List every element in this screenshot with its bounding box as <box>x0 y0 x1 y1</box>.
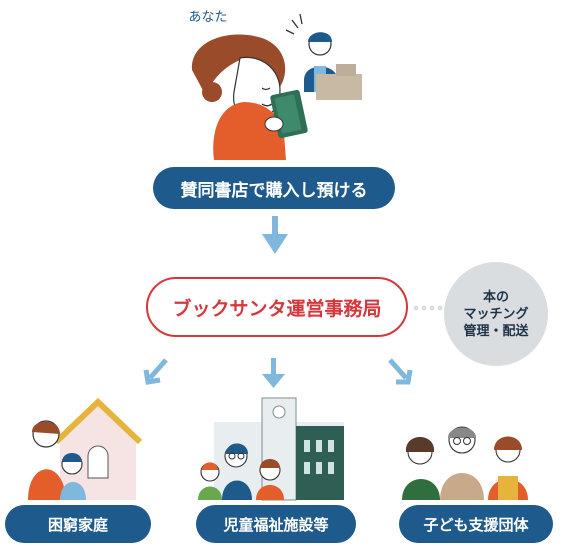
family-house-illustration <box>28 397 143 500</box>
dotted-connector <box>413 305 443 311</box>
customer-illustration <box>191 34 308 160</box>
purchase-step-pill: 賛同書店で購入し預ける <box>153 167 395 209</box>
recipient-pill-facilities: 児童福祉施設等 <box>196 505 356 543</box>
office-pill: ブックサンタ運営事務局 <box>146 277 408 337</box>
matching-note: 本の マッチング 管理・配送 <box>444 262 548 366</box>
arrow-right-icon <box>388 358 413 385</box>
recipient-label: 児童福祉施設等 <box>223 515 329 534</box>
support-group-illustration <box>402 426 528 500</box>
note-line: 本の <box>482 289 509 305</box>
arrow-left-icon <box>143 358 168 385</box>
shop-clerk-illustration <box>285 13 362 100</box>
office-label: ブックサンタ運営事務局 <box>172 297 382 320</box>
you-label: あなた <box>188 10 228 25</box>
note-line: マッチング <box>463 306 529 322</box>
arrow-center-icon <box>262 358 285 388</box>
recipient-label: 子ども支援団体 <box>423 515 529 534</box>
facility-illustration <box>198 397 344 501</box>
purchase-step-label: 賛同書店で購入し預ける <box>180 180 368 201</box>
recipient-pill-organizations: 子ども支援団体 <box>399 505 553 543</box>
note-line: 管理・配送 <box>463 323 529 339</box>
recipient-pill-households: 困窮家庭 <box>5 505 151 543</box>
recipient-label: 困窮家庭 <box>47 515 108 534</box>
down-arrow-icon <box>262 216 288 254</box>
